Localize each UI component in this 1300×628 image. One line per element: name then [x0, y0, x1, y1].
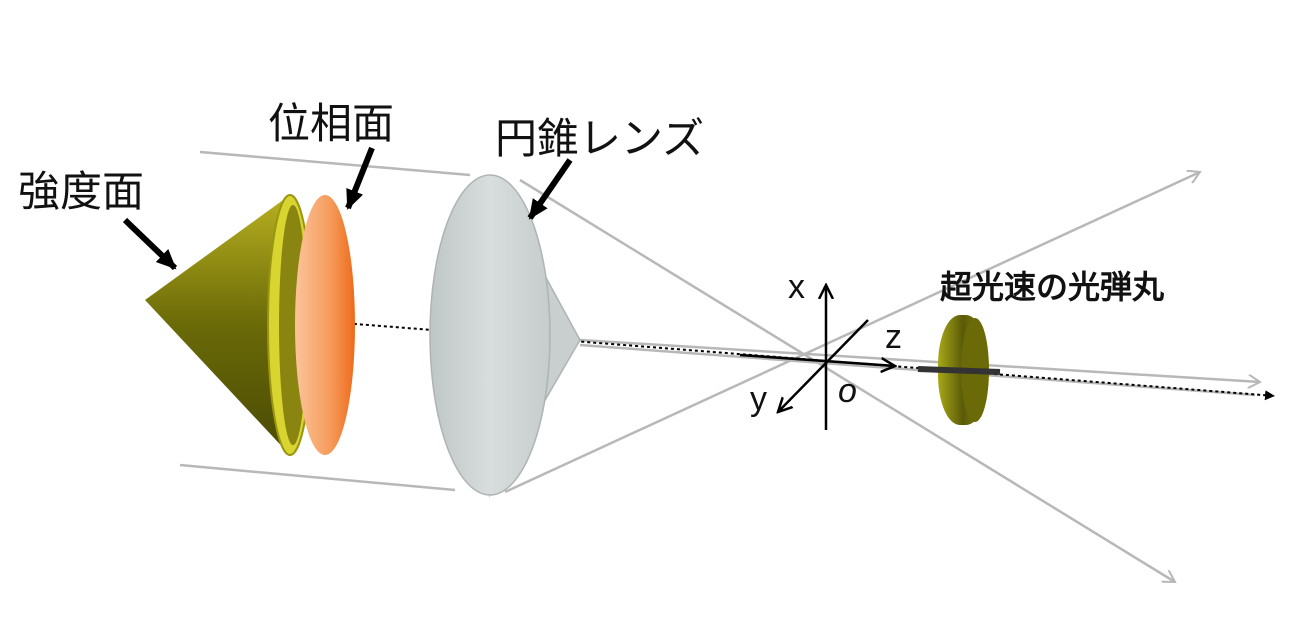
phase-pointer-arrow	[345, 146, 375, 210]
coordinate-axes	[739, 285, 895, 430]
superluminal-bullet-label: 超光速の光弾丸	[940, 268, 1165, 306]
z-axis-arrow	[739, 353, 895, 366]
origin-label: o	[838, 372, 857, 410]
conical-lens-label: 円錐レンズ	[495, 114, 705, 163]
incoming-ray-bottom	[179, 463, 456, 492]
lens-pointer-arrow	[527, 158, 573, 220]
z-axis-label: z	[885, 318, 902, 356]
light-rays	[179, 150, 1260, 584]
ray-lens-top-to-bottom-right	[519, 178, 1175, 584]
ray-lens-bottom-to-top-right	[504, 172, 1200, 494]
ray-tip-upper	[579, 338, 1260, 382]
intensity-surface-label: 強度面	[18, 167, 145, 216]
phase-surface-label: 位相面	[268, 99, 395, 148]
y-axis-label: y	[750, 380, 767, 418]
y-axis-arrow	[778, 319, 869, 412]
ray-tip-lower	[579, 343, 1256, 397]
incoming-ray-top	[199, 150, 471, 177]
intensity-surface-cone	[145, 194, 313, 456]
phase-surface	[295, 195, 355, 455]
superluminal-bullet	[917, 315, 1001, 425]
conical-lens	[429, 174, 581, 498]
x-axis-label: x	[788, 268, 805, 306]
intensity-pointer-arrow	[122, 217, 178, 271]
